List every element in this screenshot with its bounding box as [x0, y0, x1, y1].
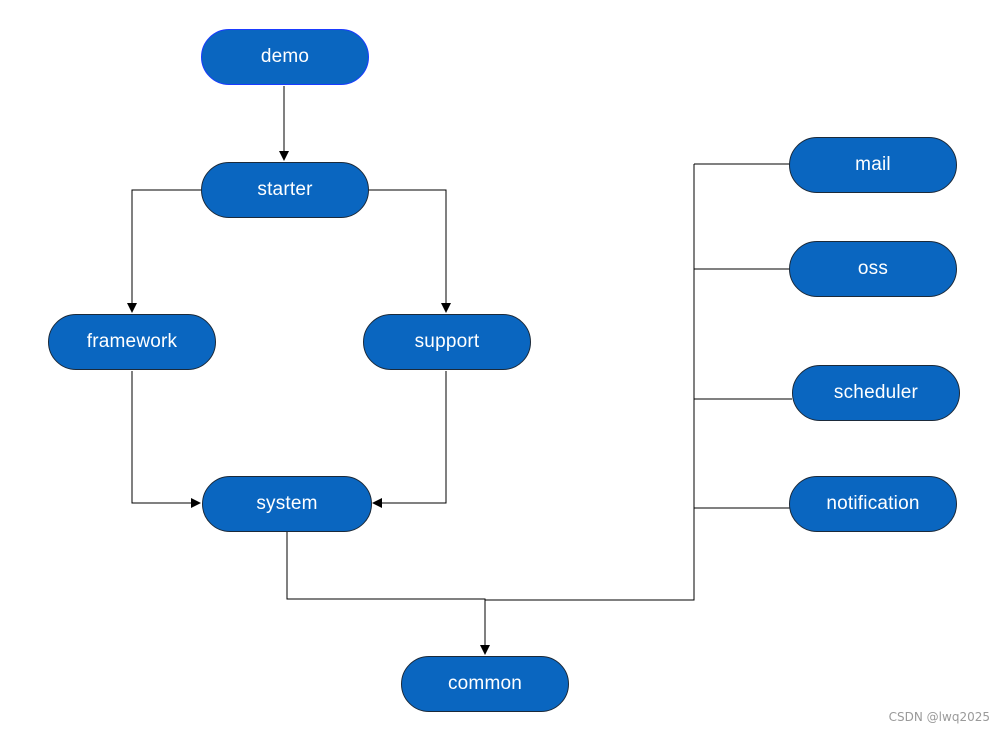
- node-oss: oss: [789, 241, 957, 297]
- connector-system-common: [286, 532, 490, 655]
- node-framework: framework: [48, 314, 216, 370]
- watermark-text: CSDN @lwq2025: [888, 710, 990, 724]
- node-starter: starter: [201, 162, 369, 218]
- connector-framework-system: [131, 371, 201, 508]
- connector-right-bus: [485, 164, 695, 601]
- node-notification: notification: [789, 476, 957, 532]
- node-demo: demo: [201, 29, 369, 85]
- node-support: support: [363, 314, 531, 370]
- connector-starter-support: [368, 189, 451, 313]
- node-mail: mail: [789, 137, 957, 193]
- node-scheduler: scheduler: [792, 365, 960, 421]
- node-common: common: [401, 656, 569, 712]
- node-system: system: [202, 476, 372, 532]
- connector-support-system: [372, 371, 447, 508]
- connector-starter-framework: [127, 189, 201, 313]
